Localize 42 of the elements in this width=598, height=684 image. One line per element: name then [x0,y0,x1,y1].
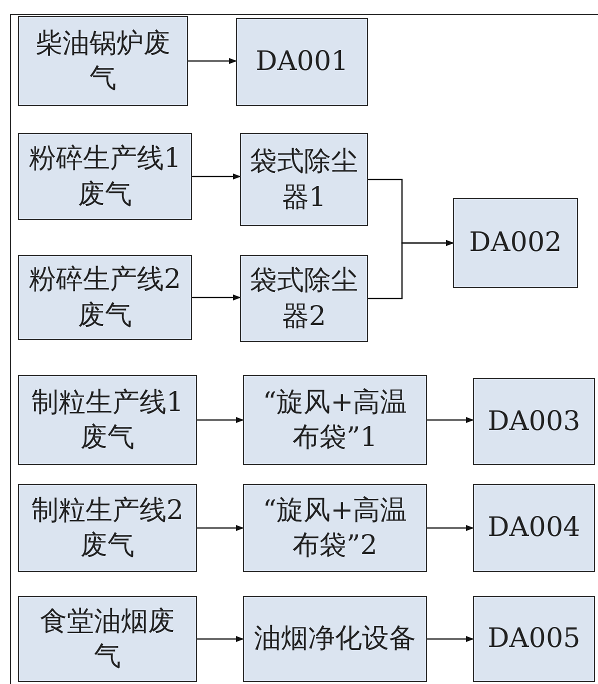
arrow [368,240,454,300]
arrow [188,58,237,64]
box-label: 油烟净化设备 [254,622,416,656]
arrow [427,417,474,423]
process-box [453,198,578,288]
process-box [236,18,368,106]
process-box [240,133,368,226]
process-box [18,484,197,572]
arrow [197,417,244,423]
process-box [473,596,595,682]
box-label: DA002 [469,226,562,260]
box-label: 食堂油烟废气 [39,604,176,674]
box-label: 粉碎生产线2废气 [28,263,182,332]
box-label: 袋式除尘器1 [249,145,359,214]
process-box [240,255,368,342]
box-label: 粉碎生产线1废气 [28,142,182,212]
process-box [18,16,188,106]
box-label: DA004 [488,511,580,546]
process-box [18,133,192,220]
box-label: 柴油锅炉废气 [34,26,172,96]
process-box [243,484,427,572]
process-box [18,596,197,682]
box-label: DA005 [488,622,580,656]
box-label: “旋风+高温布袋”2 [262,494,408,563]
arrow [427,525,474,531]
process-box [18,375,197,465]
box-label: DA003 [488,404,580,439]
box-label: 制粒生产线1废气 [30,386,185,455]
arrow [427,636,474,642]
process-box [243,375,427,465]
box-label: 制粒生产线2废气 [30,494,185,563]
process-box [243,596,427,682]
box-label: “旋风+高温布袋”1 [262,386,408,455]
arrow [197,636,244,642]
process-box [18,255,192,340]
process-box [473,484,595,572]
arrow [192,174,241,180]
box-label: DA001 [256,45,348,80]
arrow [192,294,241,300]
arrow [197,525,244,531]
process-box [473,378,595,465]
box-label: 袋式除尘器2 [249,264,359,334]
